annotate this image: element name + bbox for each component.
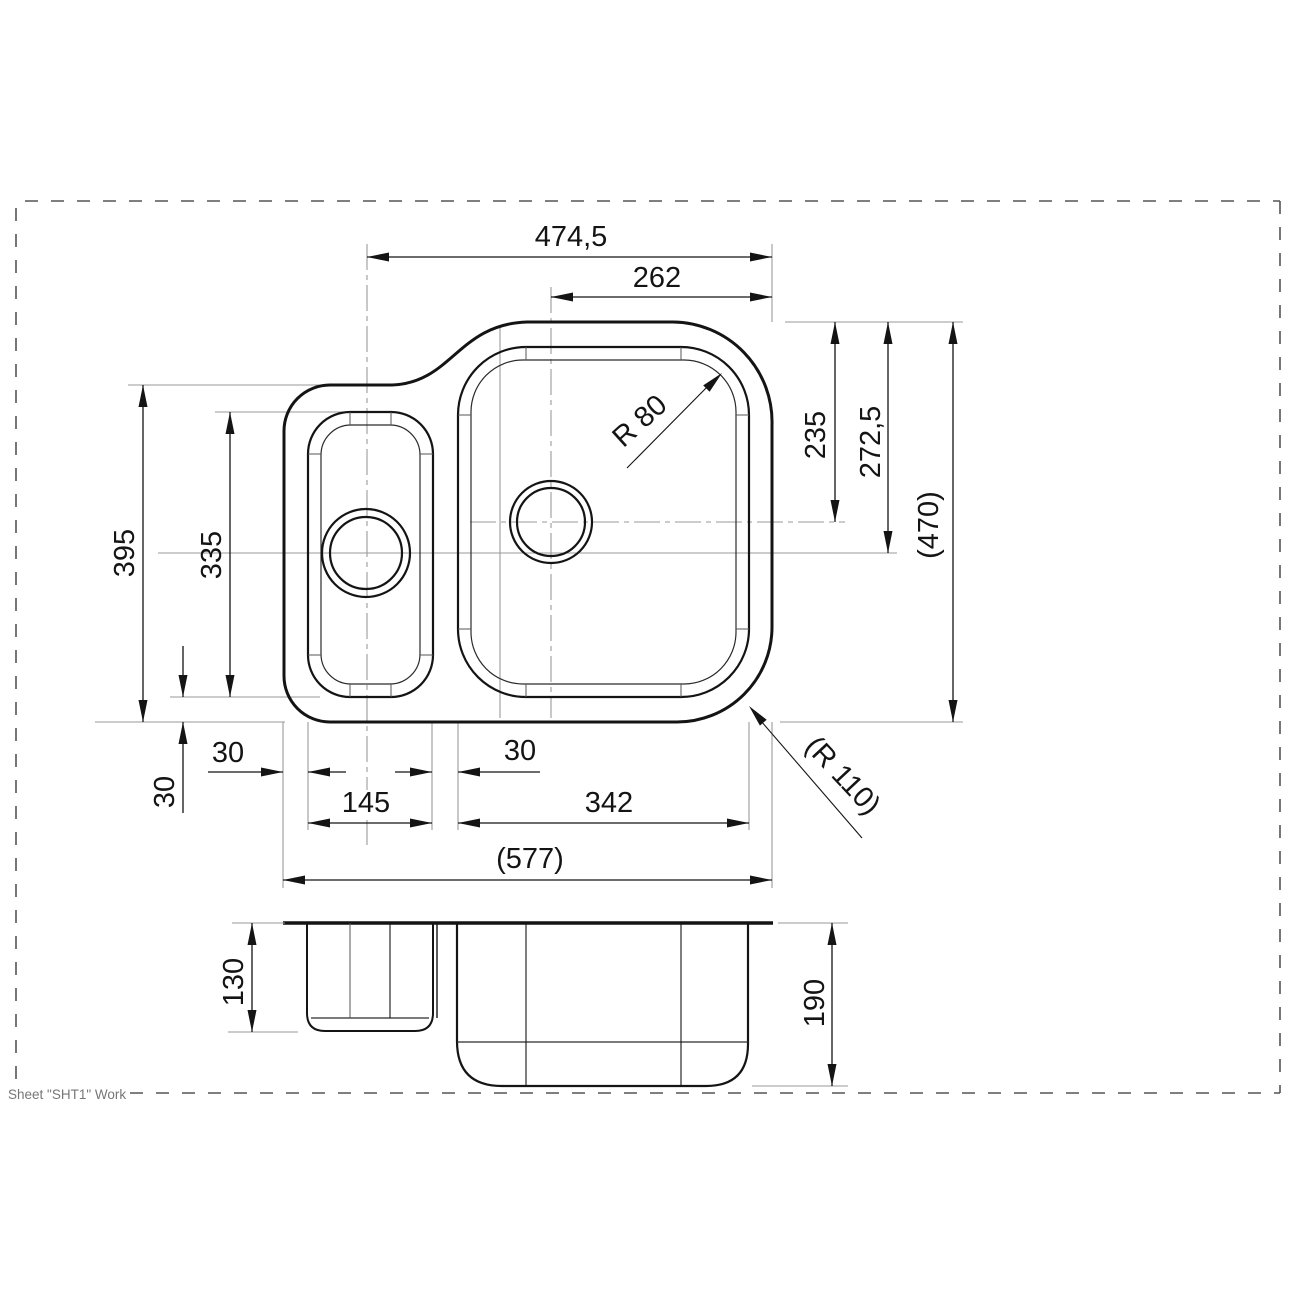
section-view (228, 921, 848, 1088)
leader-r80 (626, 381, 713, 469)
dim-overall-depth: (470) (913, 491, 945, 559)
dim-large-bowl-width: 342 (585, 787, 633, 819)
section-small-bowl (306, 923, 434, 1032)
dim-rim-offset-left: 30 (212, 737, 244, 769)
small-bowl-base-edge (320, 424, 421, 685)
corner-tangent-ticks (308, 347, 749, 697)
dim-top-to-small-drain: 272,5 (855, 406, 887, 479)
dim-small-bowl-length: 335 (196, 531, 228, 579)
sink-outer-rim (282, 320, 774, 724)
dim-left-section-depth: 395 (109, 529, 141, 577)
construction-lines (95, 244, 963, 888)
dim-rim-offset-bottom: 30 (149, 776, 181, 808)
dim-small-bowl-width: 145 (342, 787, 390, 819)
large-bowl-drain-inner (515, 486, 587, 558)
sheet-label: Sheet "SHT1" Work (8, 1087, 126, 1102)
small-bowl-drain-inner (328, 515, 404, 591)
dimension-labels: 474,5 262 235 272,5 (470) 395 335 30 30 … (109, 221, 945, 1027)
large-bowl-base-edge (470, 359, 737, 685)
dim-overall-width: (577) (496, 843, 564, 875)
dim-top-width: 474,5 (535, 221, 608, 253)
plan-view (282, 320, 774, 724)
dim-drain-to-right-edge: 262 (633, 262, 681, 294)
dim-small-bowl-depth: 130 (218, 958, 250, 1006)
drawing-border (15, 200, 1281, 1094)
dim-top-to-large-drain: 235 (800, 411, 832, 459)
section-large-bowl (455, 923, 750, 1088)
small-bowl-drain-outer (320, 507, 412, 599)
leader-r110 (760, 720, 863, 839)
dim-bowl-gap: 30 (504, 735, 536, 767)
dimension-arrows (138, 252, 958, 1086)
dimension-lines (142, 256, 954, 1086)
large-bowl-drain-outer (508, 479, 594, 565)
dim-large-bowl-depth: 190 (799, 979, 831, 1027)
